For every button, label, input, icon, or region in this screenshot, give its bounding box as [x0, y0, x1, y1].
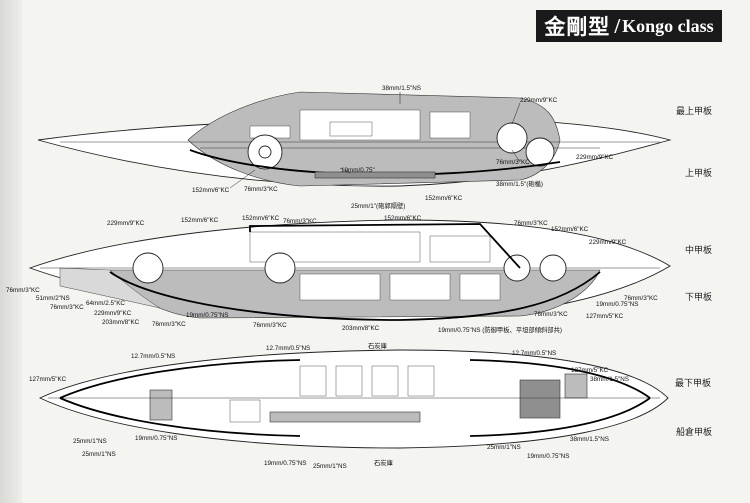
- lower-aft-hold-armor: [469, 397, 651, 437]
- callout-mid-turret-lower-a: 76mm/3"KC: [152, 321, 186, 328]
- lower-deck-plan: [38, 349, 669, 449]
- callout-mid-fwd-turret: 76mm/3"KC: [50, 304, 84, 311]
- callout-upper-casemate-bulkhead: 25mm/1"(砲郭隔壁): [351, 201, 405, 210]
- callout-mid-protective-deck: 19mm/0.75"NS (防御甲板、平坦部傾斜部共): [438, 325, 562, 334]
- title-separator: /: [614, 13, 621, 38]
- deck-label-lower-deck: 下甲板: [685, 292, 713, 302]
- lower-boiler-4: [407, 365, 435, 397]
- lower-coal-bunker-strip: [269, 411, 421, 423]
- callout-low-aft-hold-b: 19mm/0.75"NS: [527, 453, 569, 460]
- turret-1-middle: [132, 252, 164, 284]
- callout-low-aft-hold-a: 25mm/1"NS: [487, 444, 521, 451]
- upper-machinery-block: [329, 121, 373, 137]
- turret-3-upper: [496, 122, 528, 154]
- callout-mid-turret-side-b: 76mm/3"KC: [514, 220, 548, 227]
- callout-mid-fwd-bulkhead: 64mm/2.5"KC: [86, 300, 125, 307]
- callout-mid-bow-plate: 76mm/3"KC: [6, 287, 40, 294]
- turret-2-middle: [264, 252, 296, 284]
- callout-low-fwd-hold-b: 25mm/1"NS: [82, 451, 116, 458]
- callout-mid-aft-lower-plate: 127mm/5"KC: [586, 313, 624, 320]
- upper-deck-plan: [37, 91, 672, 187]
- lower-boiler-2: [335, 365, 363, 397]
- lower-aft-deck-armor: [469, 359, 651, 399]
- lower-fwd-magazine: [149, 389, 173, 421]
- callout-mid-bow-deck: 51mm/2"NS: [36, 295, 70, 302]
- lower-hull-outline: [38, 349, 669, 449]
- callout-low-coal-bunker-top: 石炭庫: [368, 341, 388, 350]
- title-japanese: 金剛型: [544, 15, 611, 39]
- turret-4-middle: [539, 254, 567, 282]
- lower-boiler-3: [371, 365, 399, 397]
- armor-callouts: 38mm/1.5"NS 229mm/9"KC 76mm/3"KC 229mm/9…: [6, 85, 658, 470]
- callout-upper-turret-fwd: 76mm/3"KC: [244, 186, 278, 193]
- callout-mid-aft-end-turret: 76mm/3"KC: [624, 295, 658, 302]
- callout-mid-belt-b: 152mm/6"KC: [384, 215, 422, 222]
- callout-mid-turret-side-a: 76mm/3"KC: [283, 218, 317, 225]
- deck-label-middle-deck: 中甲板: [685, 245, 713, 255]
- turret-3-middle: [503, 254, 531, 282]
- callout-low-aft-hold-c: 38mm/1.5"NS: [570, 436, 609, 443]
- deck-label-upper-deck: 最上甲板: [676, 106, 713, 116]
- callout-upper-deck-armor: 38mm/1.5"NS: [382, 85, 421, 92]
- callout-mid-fwd-lower-belt: 203mm/8"KC: [102, 319, 140, 326]
- lower-engine-block: [229, 399, 261, 423]
- middle-boiler-room-b: [389, 273, 451, 301]
- callout-upper-turret-side: 76mm/3"KC: [496, 159, 530, 166]
- deck-label-hold-deck: 船倉甲板: [676, 427, 713, 437]
- book-gutter: [0, 0, 22, 503]
- title-english: Kongo class: [622, 15, 714, 36]
- turret-1-upper-core: [258, 145, 272, 159]
- callout-low-hold-deck-b: 25mm/1"NS: [313, 463, 347, 470]
- deck-label-main-deck: 上甲板: [685, 168, 713, 178]
- callout-low-fwd-hold-a: 25mm/1"NS: [73, 438, 107, 445]
- middle-fwd-hatched-zone: [59, 267, 161, 309]
- turret-4-upper: [525, 137, 555, 167]
- callout-low-fwd-hold-c: 19mm/0.75"NS: [135, 435, 177, 442]
- callout-mid-deck-a: 19mm/0.75"NS: [186, 312, 228, 319]
- callout-mid-fwd-barbette: 229mm/9"KC: [107, 220, 145, 227]
- lower-fwd-hold-armor: [59, 397, 301, 437]
- callout-mid-fwd-belt: 152mm/6"KC: [181, 217, 219, 224]
- callout-upper-belt: 152mm/6"KC: [192, 187, 230, 194]
- upper-casemate-strip: [314, 171, 436, 179]
- deck-label-lowest-lower-deck: 最下甲板: [675, 378, 712, 388]
- callout-low-aft-magazine-plate: 127mm/5"KC: [571, 367, 609, 374]
- callout-upper-belt-aft: 152mm/6"KC: [425, 195, 463, 202]
- callout-low-deck-a: 12.7mm/0.5"NS: [266, 345, 310, 352]
- middle-deck-plan: [28, 219, 671, 321]
- middle-upper-belt-armor: [249, 223, 521, 269]
- lower-boiler-1: [299, 365, 327, 397]
- callout-mid-turret-lower-b: 76mm/3"KC: [253, 322, 287, 329]
- middle-boiler-room-a: [299, 273, 381, 301]
- lower-aft-store: [564, 373, 588, 399]
- lower-fwd-deck-armor: [59, 359, 301, 399]
- callout-mid-main-belt: 203mm/8"KC: [342, 325, 380, 332]
- page-title: 金剛型 / Kongo class: [536, 10, 722, 42]
- callout-mid-aft-deck: 19mm/0.75"NS: [596, 301, 638, 308]
- callout-mid-fwd-barbette-lower: 229mm/9"KC: [94, 310, 132, 317]
- callout-upper-turret-aft: 229mm/9"KC: [576, 154, 614, 161]
- middle-engine-room: [459, 273, 501, 301]
- middle-lower-belt-armor: [109, 271, 601, 321]
- callout-mid-aft-barbette: 229mm/9"KC: [589, 239, 627, 246]
- upper-aft-compartment: [429, 111, 471, 139]
- callout-low-hold-deck-a: 19mm/0.75"NS: [264, 460, 306, 467]
- callout-low-fwd-deck: 12.7mm/0.5"NS: [131, 353, 175, 360]
- callout-low-coal-bunker-bottom: 石炭庫: [374, 458, 394, 467]
- callout-mid-belt-a: 152mm/6"KC: [242, 215, 280, 222]
- callout-low-bow-plate: 127mm/5"KC: [29, 376, 67, 383]
- middle-aft-upper-compartment: [429, 235, 491, 263]
- callout-upper-deck-thin: 19mm/0.75": [341, 167, 375, 174]
- callout-low-deck-b: 12.7mm/0.5"NS: [512, 350, 556, 357]
- callout-low-aft-magazine-deck: 38mm/1.5"NS: [590, 376, 629, 383]
- callout-upper-barbette: 229mm/9"KC: [520, 97, 558, 104]
- callout-mid-turret-lower-c: 76mm/3"KC: [534, 311, 568, 318]
- callout-upper-gun-deck: 38mm/1.5"(砲楯): [496, 179, 543, 188]
- callout-mid-aft-belt: 152mm/6"KC: [551, 226, 589, 233]
- lower-aft-magazine: [519, 379, 561, 419]
